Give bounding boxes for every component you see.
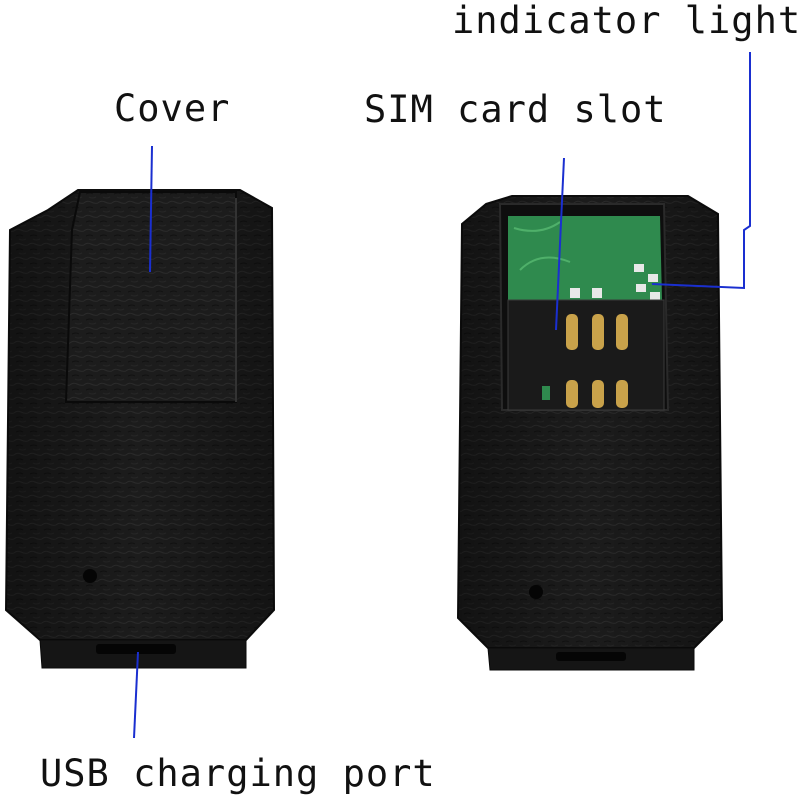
pcb-board — [508, 216, 662, 300]
leader-line-usb — [133, 651, 139, 739]
indicator-light-label: indicator light — [452, 0, 802, 42]
sim-contacts — [542, 288, 628, 408]
leader-line-sim — [555, 157, 565, 331]
usb-charging-port-label: USB charging port — [40, 752, 436, 795]
leader-line-indicator — [651, 52, 751, 290]
sim-tray — [507, 299, 665, 411]
leader-lines — [133, 52, 751, 739]
left-device — [4, 189, 276, 669]
indicator-led — [634, 264, 660, 300]
leader-line-cover — [149, 145, 153, 273]
left-device-hole — [83, 569, 97, 583]
usb-port — [96, 644, 176, 654]
right-device-hole — [529, 585, 543, 599]
cover-panel — [64, 191, 237, 403]
sim-card-slot-label: SIM card slot — [364, 88, 667, 131]
cover-label: Cover — [114, 87, 231, 130]
right-device — [456, 195, 724, 671]
